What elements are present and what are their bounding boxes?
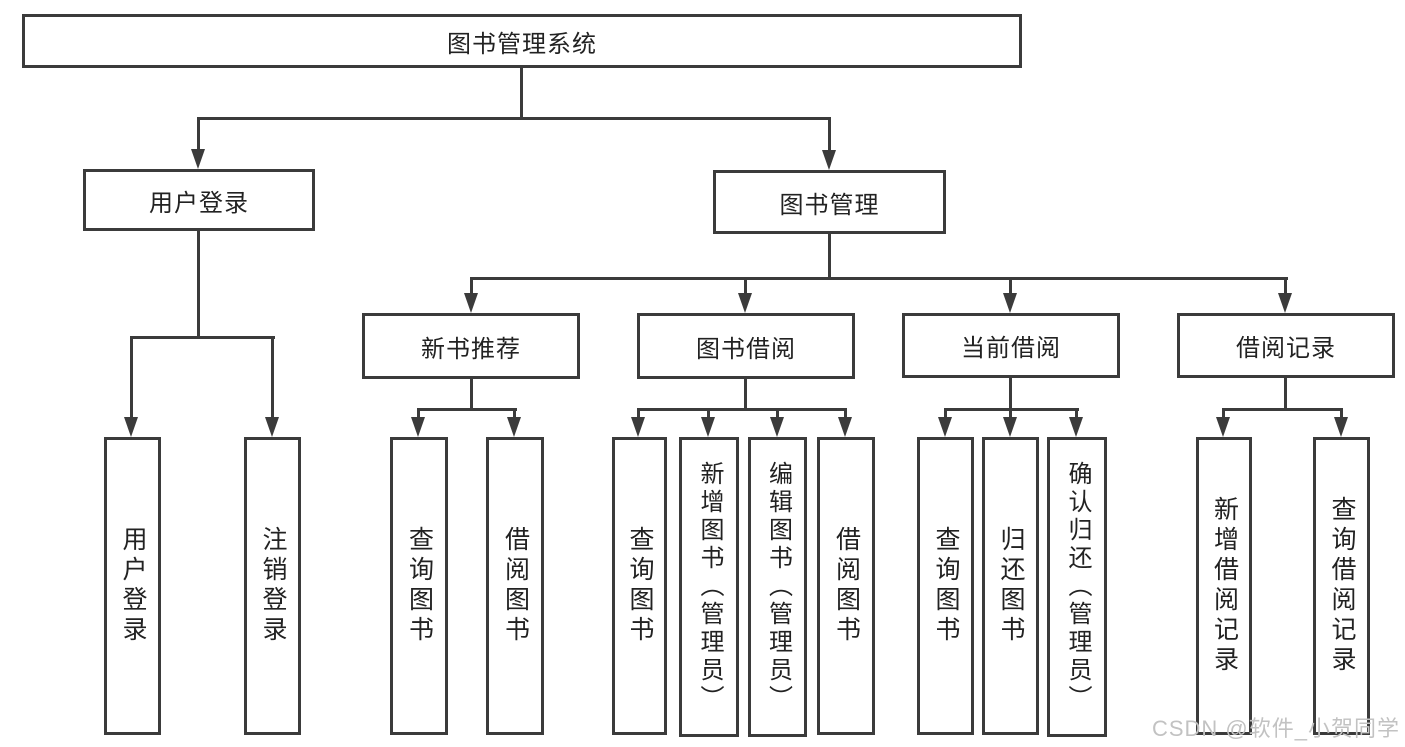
connector-line [417,408,517,411]
arrow-down-icon [1334,417,1348,437]
leaf-edit-book-admin: 编辑图书（管理员） [748,437,807,737]
leaf-logout-login: 注销登录 [244,437,301,735]
node-borrowing-records: 借阅记录 [1177,313,1395,378]
leaf-query-borrow-record: 查询借阅记录 [1313,437,1370,735]
leaf-query-books-recommend: 查询图书 [390,437,448,735]
connector-line [1284,376,1287,411]
arrow-down-icon [770,417,784,437]
connector-line [828,233,831,280]
connector-line [637,408,640,419]
connector-line [1284,277,1287,295]
connector-line [520,68,523,120]
connector-line [776,408,779,419]
arrow-down-icon [411,417,425,437]
connector-line [1222,408,1225,419]
node-current-borrowing: 当前借阅 [902,313,1120,378]
connector-line [1009,277,1012,295]
node-user-login: 用户登录 [83,169,315,231]
leaf-query-books-borrowing: 查询图书 [612,437,667,735]
connector-line [513,408,516,419]
connector-line [944,408,947,419]
arrow-down-icon [631,417,645,437]
connector-line [707,408,710,419]
arrow-down-icon [1069,417,1083,437]
node-book-management: 图书管理 [713,170,946,234]
arrow-down-icon [265,417,279,437]
connector-line [637,408,847,411]
leaf-confirm-return-admin: 确认归还（管理员） [1047,437,1107,737]
arrow-down-icon [738,293,752,313]
leaf-return-books: 归还图书 [982,437,1039,735]
leaf-query-books-current: 查询图书 [917,437,974,735]
arrow-down-icon [1216,417,1230,437]
connector-line [130,336,133,418]
arrow-down-icon [1278,293,1292,313]
leaf-borrow-books-borrowing: 借阅图书 [817,437,875,735]
arrow-down-icon [124,417,138,437]
arrow-down-icon [191,149,205,169]
arrow-down-icon [507,417,521,437]
arrow-down-icon [938,417,952,437]
connector-line [1075,408,1078,419]
connector-line [1222,408,1343,411]
node-new-book-recommend: 新书推荐 [362,313,580,379]
arrow-down-icon [1003,417,1017,437]
node-book-borrowing: 图书借阅 [637,313,855,379]
arrow-down-icon [822,150,836,170]
connector-line [1009,408,1012,419]
connector-line [470,377,473,411]
connector-line [417,408,420,419]
csdn-watermark: CSDN @软件_小贺同学 [1151,716,1400,741]
connector-line [130,336,275,339]
connector-line [271,336,274,418]
arrow-down-icon [1003,293,1017,313]
connector-line [197,117,200,151]
connector-line [197,229,200,339]
arrow-down-icon [464,293,478,313]
connector-line [744,277,747,295]
connector-line [744,377,747,411]
arrow-down-icon [838,417,852,437]
connector-line [1009,376,1012,411]
connector-line [197,117,831,120]
leaf-add-book-admin: 新增图书（管理员） [679,437,739,737]
leaf-user-login: 用户登录 [104,437,161,735]
leaf-borrow-books-recommend: 借阅图书 [486,437,544,735]
connector-line [828,117,831,152]
connector-line [844,408,847,419]
node-library-management-system: 图书管理系统 [22,14,1022,68]
leaf-add-borrow-record: 新增借阅记录 [1196,437,1252,735]
connector-line [1340,408,1343,419]
connector-line [470,277,1288,280]
arrow-down-icon [701,417,715,437]
connector-line [470,277,473,295]
